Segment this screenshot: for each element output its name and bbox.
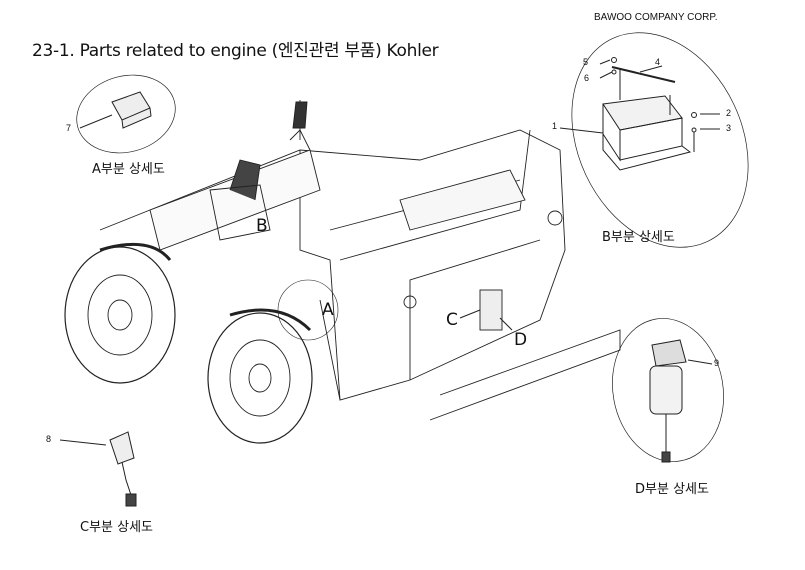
detail-d-outline [612, 318, 724, 462]
detail-b-caption: B부분 상세도 [602, 230, 675, 245]
callout-2: 2 [726, 108, 732, 118]
callout-8: 8 [46, 434, 52, 444]
skid-steer-loader [64, 100, 621, 444]
label-d: D [514, 330, 528, 350]
callout-5: 5 [583, 57, 589, 67]
company-name: BAWOO COMPANY CORP. [594, 12, 718, 23]
label-a: A [322, 300, 334, 320]
callout-7: 7 [66, 123, 72, 133]
callout-1: 1 [552, 121, 558, 131]
callout-4: 4 [655, 57, 661, 67]
detail-a-caption: A부분 상세도 [92, 162, 165, 177]
fuel-filter-part-9 [649, 339, 713, 463]
pump-part-8 [59, 431, 137, 507]
detail-d-caption: D부분 상세도 [635, 482, 709, 497]
page-title: 23-1. Parts related to engine (엔진관련 부품) … [32, 41, 439, 61]
detail-a-outline [76, 74, 176, 154]
detail-b-outline [571, 32, 749, 248]
callout-6: 6 [584, 73, 590, 83]
battery-part-1 [559, 57, 720, 171]
callout-9: 9 [714, 358, 720, 368]
callout-3: 3 [726, 123, 732, 133]
label-b: B [256, 216, 268, 236]
ecu-part-7 [79, 91, 152, 129]
detail-c-caption: C부분 상세도 [80, 520, 154, 535]
label-c: C [446, 310, 458, 330]
